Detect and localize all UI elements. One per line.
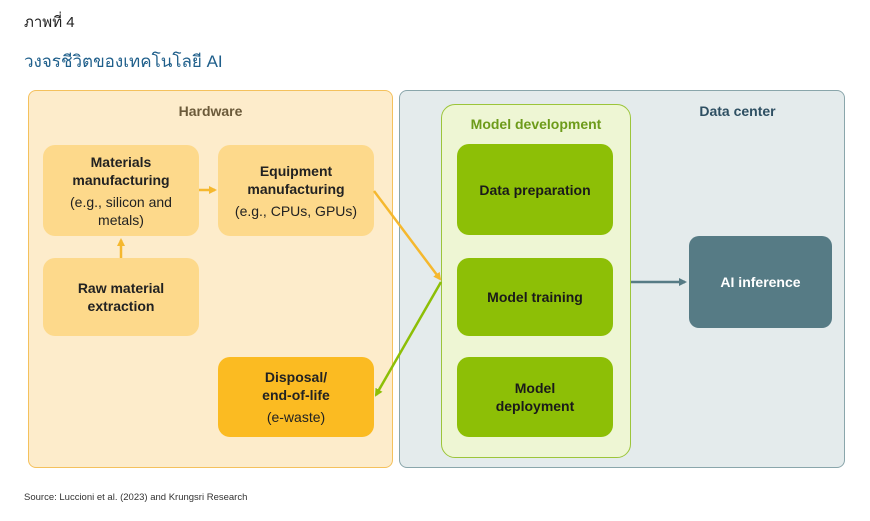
deployment-line2: deployment xyxy=(495,398,575,414)
equipment-manufacturing-box: Equipment manufacturing (e.g., CPUs, GPU… xyxy=(218,145,374,236)
raw-material-extraction-box: Raw material extraction xyxy=(43,258,199,336)
model-development-title: Model development xyxy=(470,116,602,132)
disposal-detail: (e-waste) xyxy=(266,409,326,425)
disposal-end-of-life-box: Disposal/ end-of-life (e-waste) xyxy=(218,357,374,437)
data-center-title: Data center xyxy=(699,103,776,119)
ai-inference-label: AI inference xyxy=(720,274,801,290)
model-training-label: Model training xyxy=(487,289,583,305)
materials-title-line2: manufacturing xyxy=(72,171,170,188)
raw-title-line2: extraction xyxy=(87,298,155,314)
disposal-title-line1: Disposal/ xyxy=(264,369,328,385)
hardware-title: Hardware xyxy=(178,103,243,119)
materials-detail: (e.g., silicon and metals) xyxy=(70,193,172,228)
equipment-detail: (e.g., CPUs, GPUs) xyxy=(234,202,358,219)
disposal-title-line2: end-of-life xyxy=(262,387,330,403)
ai-inference-box: AI inference xyxy=(689,236,832,328)
equipment-title-line2: manufacturing xyxy=(247,180,345,197)
figure-title: วงจรชีวิตของเทคโนโลยี AI xyxy=(24,52,223,71)
raw-title-line1: Raw material xyxy=(77,280,165,296)
data-preparation-box: Data preparation xyxy=(457,144,613,235)
materials-manufacturing-box: Materials manufacturing (e.g., silicon a… xyxy=(43,145,199,236)
data-preparation-label: Data preparation xyxy=(479,181,591,198)
deployment-line1: Model xyxy=(514,380,556,396)
materials-title-line1: Materials xyxy=(90,153,152,170)
model-deployment-box: Model deployment xyxy=(457,357,613,437)
figure-label: ภาพที่ 4 xyxy=(24,14,75,31)
source-note: Source: Luccioni et al. (2023) and Krung… xyxy=(24,492,248,503)
equipment-title-line1: Equipment xyxy=(259,162,333,179)
model-training-box: Model training xyxy=(457,258,613,336)
